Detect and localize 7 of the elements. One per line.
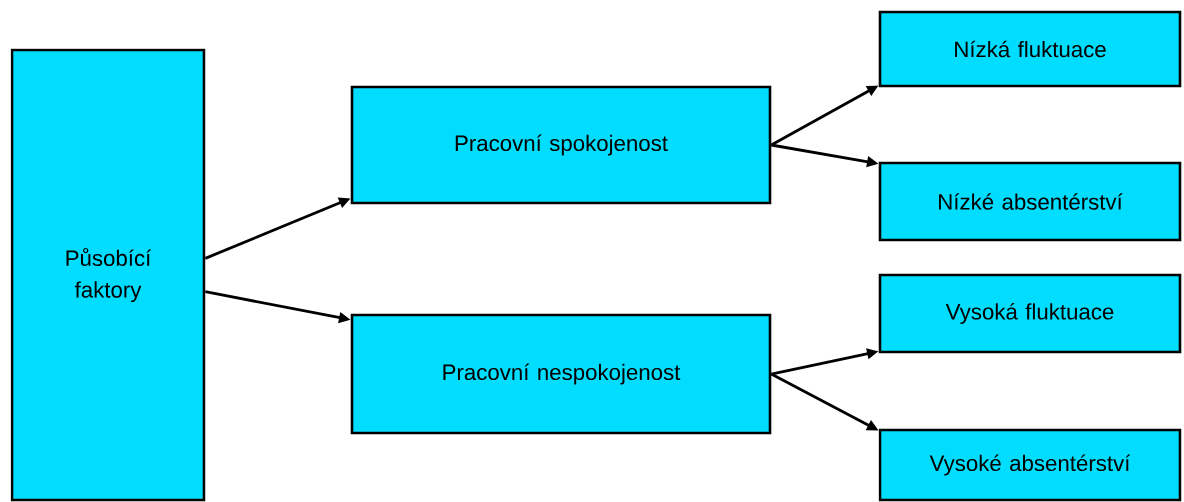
outcome-box: Nízké absentérství xyxy=(878,161,1182,242)
outcome-box: Vysoké absentérství xyxy=(878,428,1182,502)
outcome-box: Pracovní nespokojenost xyxy=(350,313,772,435)
outcome-box: Vysoká fluktuace xyxy=(878,273,1182,354)
outcome-box: Pracovní spokojenost xyxy=(350,85,772,205)
outcome-box: Nízká fluktuace xyxy=(878,10,1182,88)
factor-box: Působící faktory xyxy=(10,48,206,502)
